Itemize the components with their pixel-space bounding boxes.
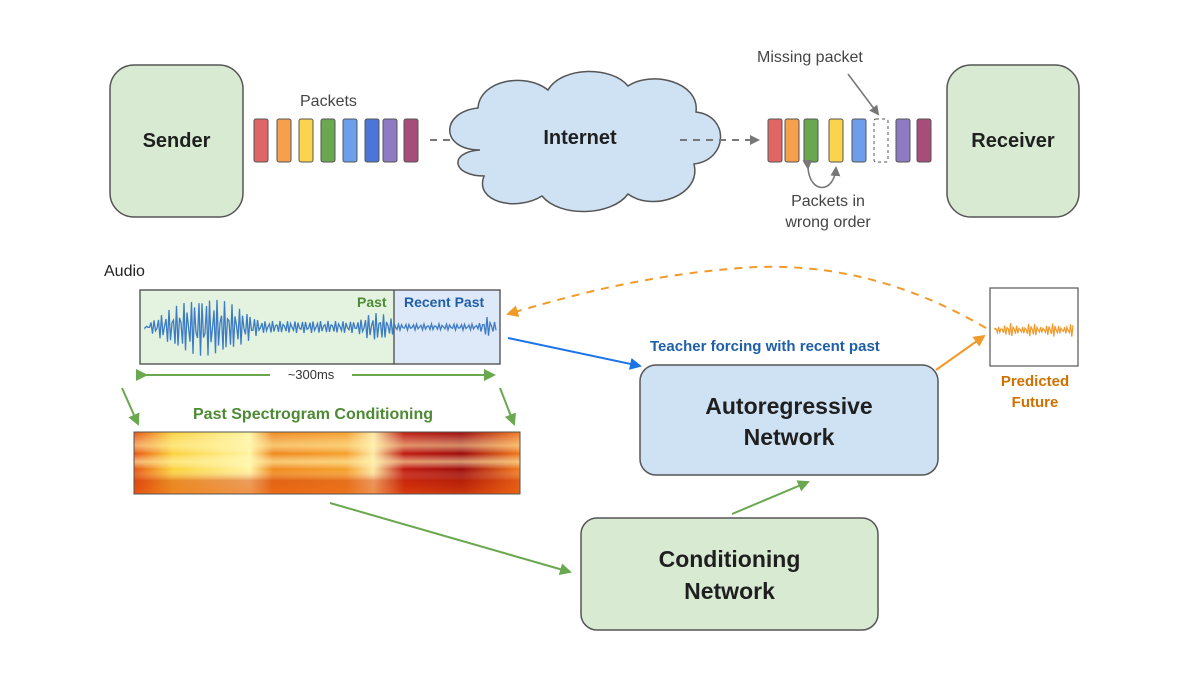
packet-red (767, 118, 783, 163)
internet-label: Internet (543, 127, 617, 149)
conditioning-label-line2: Network (684, 578, 775, 604)
packet-blue (851, 118, 867, 163)
packet-orange (784, 118, 800, 163)
past-label: Past (357, 294, 387, 310)
packet-indigo (364, 118, 380, 163)
spectrogram-icon (133, 431, 521, 495)
cloud-icon (449, 70, 722, 213)
packet-blue (342, 118, 358, 163)
packet-yellow (828, 118, 844, 163)
receiver-node (946, 64, 1080, 218)
spectrogram-label: Past Spectrogram Conditioning (193, 406, 434, 423)
predicted-label-line2: Future (1011, 394, 1059, 411)
audio-panel (139, 289, 501, 365)
wrong-order-swap-arrow (802, 159, 841, 189)
packet-yellow (298, 118, 314, 163)
sender-label: Sender (142, 130, 211, 152)
arrow-autoregressive-to-predicted (935, 334, 986, 371)
waveform-icon (144, 299, 497, 356)
arrow-audio-to-spectrogram-right (499, 387, 516, 426)
packets-label: Packets (300, 93, 357, 110)
arrow-spectrogram-to-conditioning (329, 502, 572, 576)
packet-purple (895, 118, 911, 163)
packet-maroon (916, 118, 932, 163)
packet-red (253, 118, 269, 163)
packet-orange (276, 118, 292, 163)
arrow-conditioning-to-autoregressive (731, 480, 810, 515)
packet-green (803, 118, 819, 163)
teacher-forcing-label: Teacher forcing with recent past (650, 338, 880, 355)
predicted-waveform-icon (994, 322, 1074, 337)
receiver-packets (767, 118, 932, 163)
recent-past-label: Recent Past (404, 294, 485, 310)
sender-node (109, 64, 244, 218)
packet-maroon (403, 118, 419, 163)
autoregressive-label-line2: Network (743, 424, 835, 450)
wrong-order-label-line2: wrong order (785, 214, 871, 231)
missing-packet-label: Missing packet (757, 49, 863, 66)
packet-green (320, 118, 336, 163)
sender-packets (253, 118, 419, 163)
arrow-audio-to-spectrogram-left (121, 387, 140, 426)
duration-label: ~300ms (287, 367, 335, 382)
predicted-future-panel (989, 287, 1079, 367)
autoregressive-network-node (639, 364, 939, 476)
receiver-label: Receiver (971, 130, 1055, 152)
conditioning-network-node (580, 517, 879, 631)
conditioning-label-line1: Conditioning (658, 546, 801, 572)
missing-packet-pointer (847, 73, 880, 116)
missing-packet (873, 118, 889, 163)
audio-label: Audio (104, 263, 145, 280)
arrow-feedback-loop (506, 265, 987, 329)
packet-purple (382, 118, 398, 163)
wrong-order-label-line1: Packets in (791, 193, 865, 210)
arrow-teacher-forcing (507, 337, 642, 370)
autoregressive-label-line1: Autoregressive (705, 393, 873, 419)
predicted-label-line1: Predicted (1000, 373, 1070, 390)
past-region (140, 290, 394, 364)
